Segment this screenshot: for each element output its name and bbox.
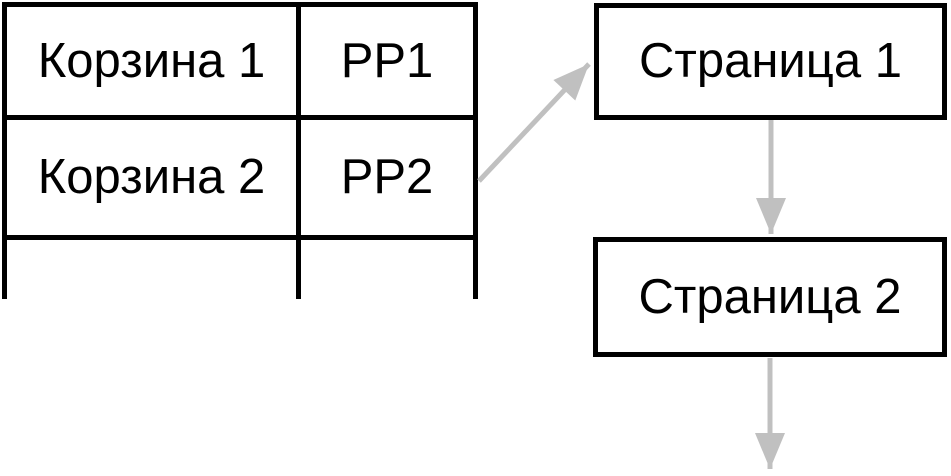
table-cell-pp-1: PP1 [340, 33, 434, 88]
table-column-divider [296, 2, 301, 299]
table-top-border [2, 2, 478, 7]
table-left-border [2, 2, 7, 299]
table-cell-basket-1: Корзина 1 [37, 33, 266, 88]
page-box-1: Страница 1 [594, 3, 947, 120]
arrow-pp2-to-page1 [477, 62, 591, 183]
table-right-border [473, 2, 478, 299]
table-row1-divider [2, 115, 478, 120]
page-box-2: Страница 2 [593, 237, 947, 357]
table-row2-divider [2, 235, 478, 240]
page-box-2-label: Страница 2 [638, 269, 902, 324]
page-box-1-label: Страница 1 [639, 34, 902, 88]
table-cell-basket-2: Корзина 2 [37, 150, 266, 204]
table-cell-pp-2: PP2 [340, 150, 434, 204]
